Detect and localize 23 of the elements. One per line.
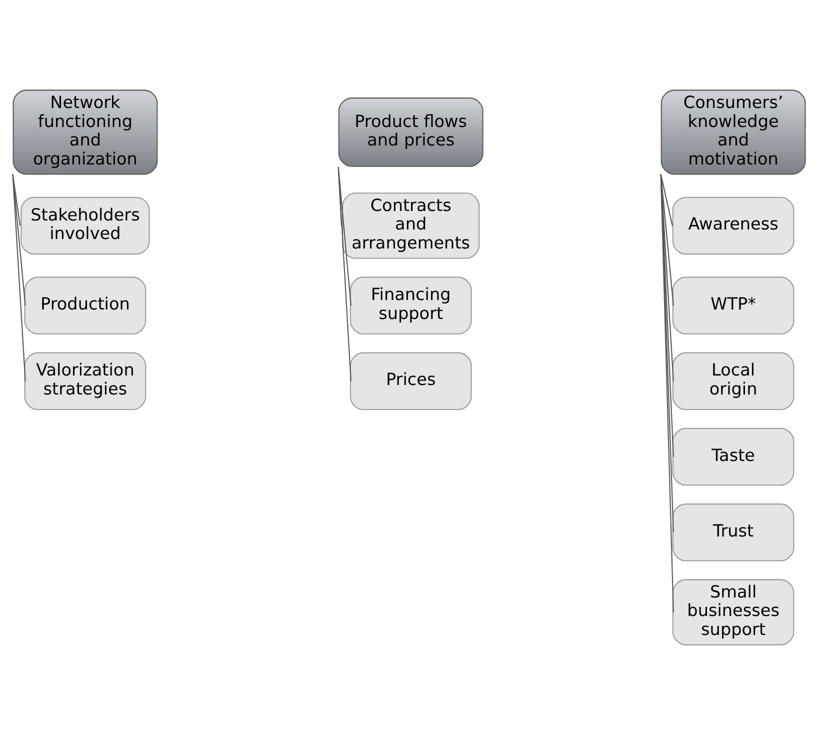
connector [12,174,26,381]
node-box: Product flows and prices [338,97,484,166]
connector [660,174,673,226]
connector [660,174,674,381]
node-box: Trust [672,503,794,561]
node-box: Awareness [672,196,794,254]
node-box: Taste [672,427,794,486]
node-box: Small businesses support [672,578,794,645]
node-box: Production [24,276,146,334]
node-box: Stakeholders involved [20,196,150,254]
connector [660,174,674,456]
node-box: Consumers’ knowledge and motivation [660,89,806,174]
connector [660,174,674,612]
node-box: WTP* [672,276,794,334]
node-box: Network functioning and organization [12,89,158,174]
connector [660,174,674,532]
connector [338,166,352,381]
node-box: Valorization strategies [24,352,146,410]
node-box: Prices [350,352,472,410]
connector [660,174,674,306]
node-box: Financing support [350,276,472,334]
node-box: Local origin [672,352,794,410]
node-box: Contracts and arrangements [342,192,480,258]
